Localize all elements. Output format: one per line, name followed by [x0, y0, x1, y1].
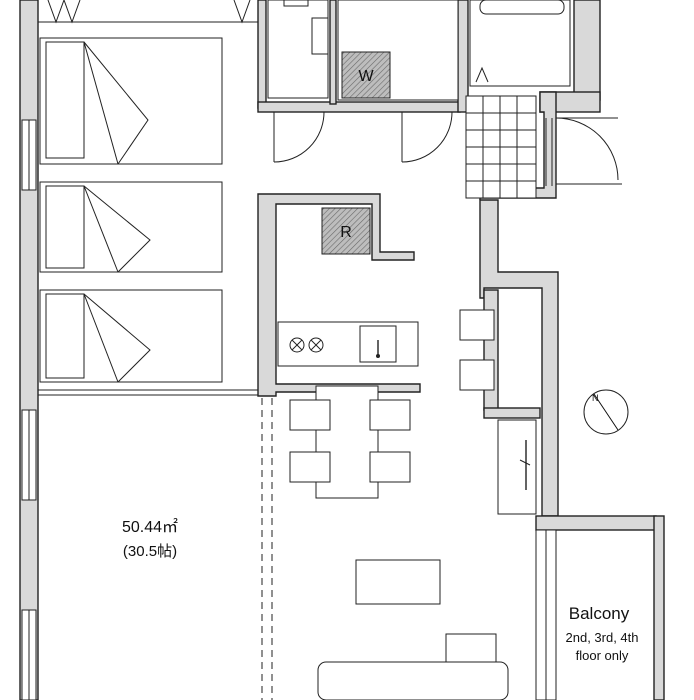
wardrobe-doors — [38, 0, 258, 24]
interior-walls — [257, 0, 665, 700]
area-text: 50.44㎡ (30.5帖) — [122, 518, 178, 560]
doors — [273, 111, 622, 186]
sliding-door-track — [261, 398, 273, 700]
svg-text:N: N — [592, 393, 599, 403]
compass-icon: N — [583, 389, 629, 435]
partition — [38, 389, 258, 396]
washer: W — [341, 51, 391, 99]
exterior-walls — [19, 0, 39, 700]
living-furniture — [317, 559, 509, 700]
dining-table — [289, 385, 411, 499]
stools — [459, 309, 495, 391]
washer-label: W — [358, 68, 374, 85]
tv-stand — [497, 419, 537, 515]
entry-tiles — [465, 95, 537, 199]
washroom — [267, 0, 571, 101]
tatami-label: (30.5帖) — [123, 543, 177, 560]
kitchen-counter — [277, 321, 419, 367]
bed-3 — [39, 289, 223, 383]
fridge-label: R — [340, 224, 352, 241]
bed-1 — [39, 37, 223, 165]
bed-2 — [39, 181, 223, 273]
fridge: R — [321, 207, 371, 255]
balcony-note-line2: floor only — [576, 648, 629, 663]
balcony-title: Balcony — [569, 604, 630, 623]
balcony: Balcony 2nd, 3rd, 4th floor only — [535, 529, 639, 700]
balcony-note-line1: 2nd, 3rd, 4th — [566, 630, 639, 645]
area-label: 50.44㎡ — [122, 518, 178, 536]
